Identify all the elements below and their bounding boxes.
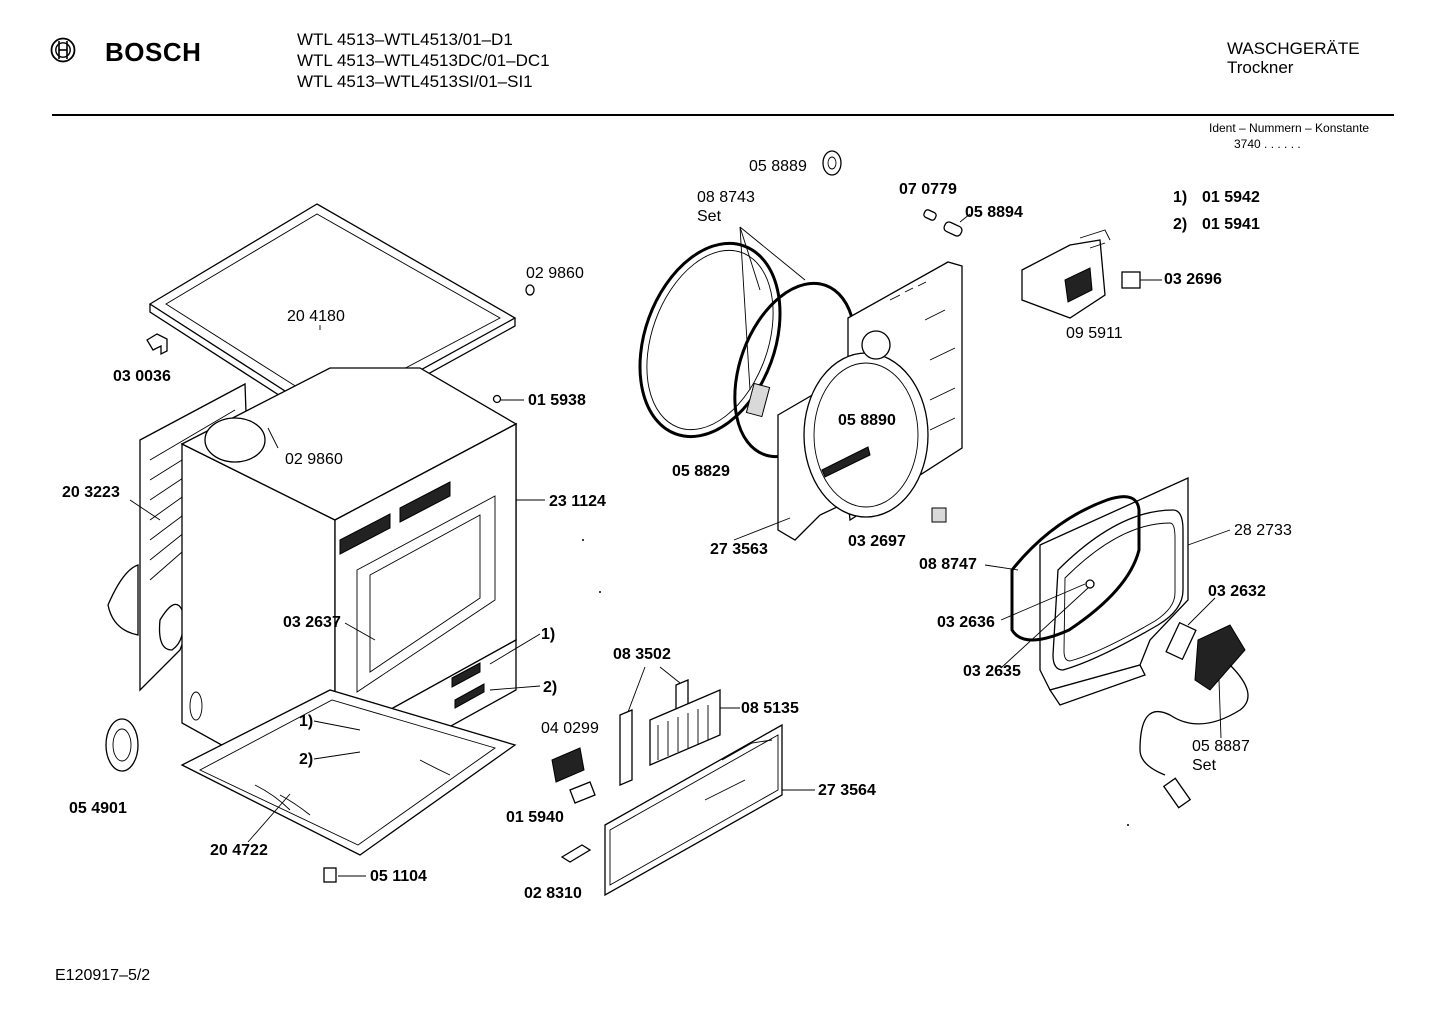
- bearing-058889: [822, 150, 842, 176]
- ident-value: 3740 . . . . . .: [1234, 137, 1301, 151]
- clip-028310: [560, 844, 592, 863]
- category-title: WASCHGERÄTE: [1227, 39, 1360, 58]
- brand-name: BOSCH: [105, 37, 202, 67]
- label-032637: 03 2637: [283, 614, 341, 631]
- label-054901: 05 4901: [69, 800, 127, 817]
- label-030036: 03 0036: [113, 368, 171, 385]
- filter-085135: [649, 689, 740, 766]
- ring-054901: [105, 718, 139, 772]
- label-231124: 23 1124: [549, 493, 606, 510]
- marker-1-left: 1): [299, 713, 314, 730]
- label-040299: 04 0299: [541, 720, 599, 737]
- clip-030036: [146, 333, 168, 356]
- ident-caption: Ident – Nummern – Konstante: [1209, 121, 1370, 135]
- label-088743: 08 8743: [697, 189, 755, 206]
- legend-mark-2: 2): [1173, 216, 1188, 233]
- label-040299: [551, 747, 585, 783]
- label-273564: 27 3564: [818, 782, 876, 799]
- label-085135: 08 5135: [741, 700, 799, 717]
- label-032696: 03 2696: [1164, 271, 1222, 288]
- label-273563: 27 3563: [710, 541, 768, 558]
- door-lock-032632: [1165, 597, 1216, 661]
- screw-015938: [492, 394, 524, 404]
- legend-part-2: 01 5941: [1202, 216, 1260, 233]
- label-204180: 20 4180: [287, 308, 345, 325]
- nut-029860: [525, 284, 535, 296]
- label-083502: 08 3502: [613, 646, 671, 663]
- hinge-015940: [569, 781, 596, 804]
- label-051104: 05 1104: [370, 868, 427, 885]
- label-203223: 20 3223: [62, 484, 120, 501]
- label-029860-top: 02 9860: [526, 265, 584, 282]
- label-282733: 28 2733: [1234, 522, 1292, 539]
- drawing-code: E120917–5/2: [55, 967, 151, 984]
- label-029860-side: 02 9860: [285, 451, 343, 468]
- label-058894: 05 8894: [965, 204, 1023, 221]
- marker-2-left: 2): [299, 751, 314, 768]
- drum-seal-set: [638, 226, 857, 459]
- model-line-1: WTL 4513–WTL4513/01–D1: [297, 30, 513, 49]
- switch-095911: [1021, 229, 1162, 319]
- marker-2-right: 2): [543, 679, 558, 696]
- legend-mark-1: 1): [1173, 189, 1188, 206]
- label-058829: 05 8829: [672, 463, 730, 480]
- model-line-2: WTL 4513–WTL4513DC/01–DC1: [297, 51, 550, 70]
- control-panel-273564: [604, 723, 815, 897]
- cabinet: [107, 367, 518, 883]
- label-088747: 08 8747: [919, 556, 977, 573]
- model-line-3: WTL 4513–WTL4513SI/01–SI1: [297, 72, 533, 91]
- label-088743-set: Set: [697, 208, 722, 225]
- door-seal-088747: [984, 495, 1141, 642]
- pin-070779: [923, 209, 937, 221]
- label-015940: 01 5940: [506, 809, 564, 826]
- screw-032636: [1000, 579, 1095, 669]
- label-058890: 05 8890: [838, 412, 896, 429]
- clip-032697: [931, 507, 947, 523]
- plug-058894: [943, 213, 971, 237]
- bosch-logo-icon: [50, 37, 76, 63]
- label-095911: 09 5911: [1066, 325, 1123, 342]
- label-032632: 03 2632: [1208, 583, 1266, 600]
- artifact-dots: [582, 539, 1129, 826]
- marker-1-right: 1): [541, 626, 556, 643]
- label-032635: 03 2635: [963, 663, 1021, 680]
- door-switch-cable-058887: [1139, 624, 1249, 809]
- subcategory-title: Trockner: [1227, 58, 1294, 77]
- front-frame-273563: [733, 261, 963, 541]
- label-058887: 05 8887: [1192, 738, 1250, 755]
- label-058887-set: Set: [1192, 757, 1217, 774]
- label-032697: 03 2697: [848, 533, 906, 550]
- label-204722: 20 4722: [210, 842, 268, 859]
- header-rule: [52, 114, 1394, 116]
- leader-lines-left: [129, 325, 545, 843]
- label-028310: 02 8310: [524, 885, 582, 902]
- label-015938: 01 5938: [528, 392, 586, 409]
- legend-part-1: 01 5942: [1202, 189, 1260, 206]
- label-032636: 03 2636: [937, 614, 995, 631]
- label-058889: 05 8889: [749, 158, 807, 175]
- label-070779: 07 0779: [899, 181, 957, 198]
